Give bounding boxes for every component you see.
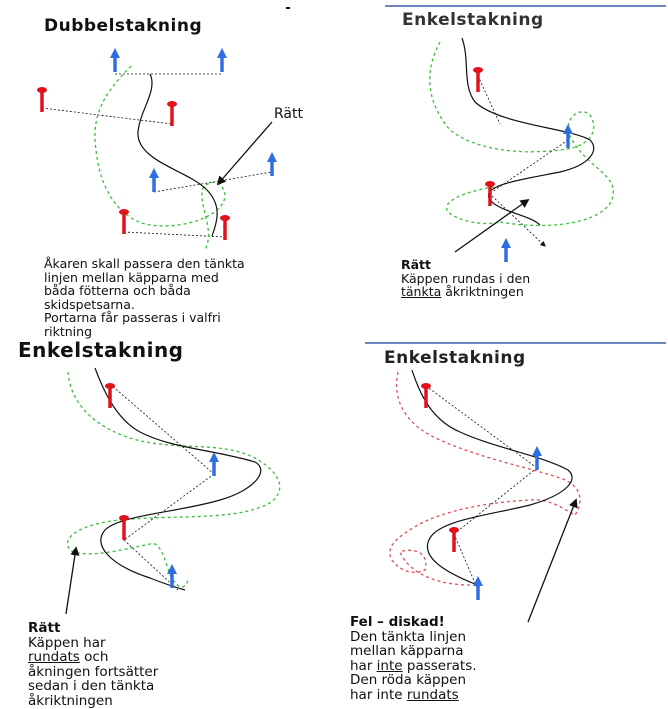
red-gate [105, 383, 115, 408]
blue-gate [167, 564, 177, 588]
gate-line [123, 231, 226, 238]
caption-line: åkriktningen [28, 692, 113, 709]
panel-enkelstakning-2 [65, 367, 281, 615]
caption-line: har inte passerats. [350, 657, 477, 674]
caption-line: Käppen har [28, 634, 106, 651]
red-gate [485, 181, 495, 206]
caption-line: mellan käpparna [350, 643, 464, 659]
red-gate [473, 67, 483, 92]
ratt-label: Rätt [274, 106, 303, 122]
red-gate [37, 87, 47, 112]
caption-line: Den tänkta linjen [350, 628, 467, 645]
gate-line [123, 539, 179, 591]
caption-enkelstakning-3: Fel – diskad! Den tänkta linjen mellan k… [350, 615, 477, 702]
ski-track [461, 37, 595, 226]
blue-gate [501, 238, 511, 262]
caption-rest: åkriktningen [441, 284, 524, 299]
underlined-word: inte [376, 657, 403, 674]
underlined-word: rundats [406, 686, 459, 703]
gate-line [109, 383, 215, 475]
blue-gate [563, 124, 573, 148]
caption-line: riktning [44, 323, 93, 339]
gate-line [453, 467, 538, 535]
panel-title-enkelstakning: Enkelstakning [384, 348, 526, 368]
caption-line: rundats och [28, 650, 158, 665]
caption-line: tänkta åkriktningen [401, 285, 530, 299]
caption-line: åkningen fortsätter [28, 663, 159, 680]
red-gate [119, 515, 129, 540]
caption-line: sedan i den tänkta [28, 678, 155, 694]
caption-title: Rätt [401, 257, 432, 272]
red-gate [167, 101, 177, 126]
caption-pre: har inte [350, 686, 407, 703]
caption-rest: och [79, 649, 109, 665]
blue-gate [267, 152, 277, 176]
caption-pre: har [350, 657, 377, 674]
caption-line: har inte rundats [350, 686, 477, 703]
caption-title: Fel – diskad! [350, 614, 445, 630]
gate-line [453, 533, 479, 591]
gate-line [41, 107, 173, 125]
caption-enkelstakning-1: Rätt Käppen rundas i den tänkta åkriktni… [401, 258, 530, 299]
blue-gate [217, 48, 227, 72]
panel-title-dubbelstakning: Dubbelstakning [44, 16, 203, 36]
blue-gate [209, 452, 219, 476]
fel-pointer [527, 498, 578, 623]
ski-track [137, 73, 218, 237]
panel-dubbelstakning [37, 48, 277, 251]
caption-rest: passerats. [402, 657, 477, 674]
blue-gate [473, 576, 483, 600]
ratt-pointer [216, 121, 273, 186]
red-gate [421, 383, 431, 408]
caption-line: Käppen rundas i den [401, 270, 531, 286]
caption-line: linjen mellan käpparna med [44, 269, 219, 285]
ski-track [411, 369, 573, 585]
caption-line: Åkaren skall passera den tänkta [44, 256, 245, 271]
caption-enkelstakning-2: Rätt Käppen har rundats och åkningen for… [28, 621, 158, 708]
panel-title-enkelstakning: Enkelstakning [402, 10, 544, 30]
ratt-pointer [65, 546, 80, 615]
caption-line: båda fötterna och båda [44, 283, 191, 298]
caption-dubbelstakning: Åkaren skall passera den tänkta linjen m… [44, 257, 245, 338]
underlined-word: tänkta [401, 284, 442, 299]
ratt-pointer [454, 198, 530, 253]
gate-line [491, 139, 569, 193]
green-track [67, 371, 281, 588]
gate-line [123, 473, 215, 541]
caption-title: Rätt [28, 620, 61, 636]
red-track [389, 371, 581, 586]
green-track [429, 41, 614, 227]
gate-line [477, 75, 501, 125]
blue-gate [110, 48, 120, 72]
underlined-word: rundats [28, 649, 80, 665]
caption-line: Portarna får passeras i valfri [44, 310, 221, 325]
green-track [94, 65, 226, 251]
gate-line [425, 385, 538, 469]
blue-gate [532, 446, 542, 470]
red-gate [449, 527, 459, 552]
gate-line [491, 195, 546, 247]
panel-title-enkelstakning: Enkelstakning [18, 338, 184, 362]
blue-gate [149, 168, 159, 192]
red-gate [220, 215, 230, 240]
red-gate [119, 209, 129, 234]
panel-enkelstakning-3 [389, 369, 581, 623]
ski-track [94, 367, 262, 591]
green-track [446, 185, 501, 225]
panel-enkelstakning-1 [429, 37, 614, 262]
caption-line: Den röda käppen [350, 672, 467, 688]
caption-line: skidspetsarna. [44, 296, 135, 312]
